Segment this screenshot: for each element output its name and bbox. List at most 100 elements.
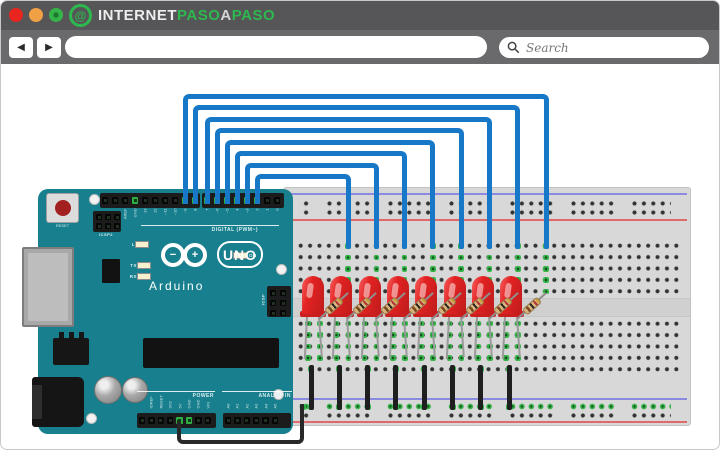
indicator-led-rx xyxy=(137,273,151,280)
close-button[interactable] xyxy=(9,8,23,22)
connected-hole xyxy=(373,355,380,361)
silkscreen-label: L xyxy=(131,242,135,247)
pin-label: RESET xyxy=(158,395,164,409)
connected-hole xyxy=(401,254,408,261)
connected-hole xyxy=(333,320,340,327)
header-pin-hole xyxy=(254,419,258,422)
connected-hole xyxy=(430,254,436,261)
connected-hole xyxy=(446,332,453,338)
header-pin-hole xyxy=(106,215,110,219)
jumper-wire xyxy=(365,365,371,410)
connected-hole xyxy=(361,343,368,350)
jumper-wire xyxy=(393,365,399,410)
silkscreen-line xyxy=(141,225,279,226)
connected-hole xyxy=(402,355,408,361)
mounting-hole xyxy=(275,263,287,275)
pin-label: 4 xyxy=(234,208,240,211)
header-pin-hole xyxy=(235,419,239,422)
header-pin-hole xyxy=(265,199,269,202)
zoom-button[interactable] xyxy=(49,8,63,22)
connected-hole xyxy=(543,277,549,283)
indicator-led-on xyxy=(233,252,247,259)
silkscreen-label: ICSP xyxy=(260,293,266,306)
connected-hole xyxy=(515,254,521,261)
signal-wire-leg xyxy=(458,196,464,249)
forward-button[interactable]: ▶ xyxy=(37,37,61,58)
pin-label: ~11 xyxy=(162,208,168,216)
header-pin-hole xyxy=(196,419,200,422)
signal-wire-leg xyxy=(430,196,436,249)
connected-hole xyxy=(401,266,408,272)
header-pin-hole xyxy=(206,419,210,422)
pin-label: 8 xyxy=(192,208,198,211)
pin-label: A0 xyxy=(225,403,231,409)
digital-header-right xyxy=(202,193,284,208)
breadboard-rail-line-positive-bottom xyxy=(287,421,687,423)
ground-wire-riser xyxy=(300,404,304,424)
header-pin-hole xyxy=(103,199,107,202)
search-input[interactable] xyxy=(524,39,701,56)
led-flange xyxy=(469,311,496,317)
search-box[interactable] xyxy=(499,37,709,58)
header-pin-hole xyxy=(140,419,144,422)
signal-wire xyxy=(192,105,521,204)
minimize-button[interactable] xyxy=(29,8,43,22)
jumper-wire xyxy=(478,365,484,410)
header-pin-hole xyxy=(271,291,275,295)
header-pin-hole xyxy=(143,199,147,202)
digital-header-left xyxy=(100,193,200,208)
silkscreen-label: ICSP2 xyxy=(98,232,114,237)
ground-wire xyxy=(177,420,304,444)
signal-wire-leg xyxy=(373,196,379,249)
signal-wire xyxy=(234,151,408,204)
header-pin-hole xyxy=(149,419,153,422)
pin-label: ~6 xyxy=(214,208,220,214)
connected-hole xyxy=(390,320,396,327)
logo-at-icon: @ xyxy=(69,4,92,27)
led-flange xyxy=(441,311,468,317)
address-bar[interactable] xyxy=(65,36,487,58)
connected-hole xyxy=(333,343,340,350)
pin-label: VIN xyxy=(205,401,211,409)
pin-label: 13 xyxy=(142,208,148,213)
arduino-logo-ring xyxy=(183,243,207,267)
pin-label: AREF xyxy=(122,208,128,220)
breadboard-rail-line-negative-top xyxy=(287,193,687,195)
site-logo: @ INTERNETPASOAPASO xyxy=(69,3,275,28)
pin-label: ~10 xyxy=(172,208,178,216)
arduino-logo-sign: + xyxy=(191,249,199,261)
led-flange xyxy=(356,311,383,317)
usb-interface-chip xyxy=(102,259,120,283)
header-pin-hole xyxy=(123,199,127,202)
header-pin-hole xyxy=(187,419,191,422)
connected-hole xyxy=(305,355,311,361)
connected-hole xyxy=(430,355,436,361)
connected-hole xyxy=(487,355,493,361)
connected-hole xyxy=(458,254,464,261)
search-icon xyxy=(507,41,520,54)
breadboard-rail-line-negative-bottom xyxy=(287,398,687,400)
header-pin-hole xyxy=(281,301,285,305)
connected-hole xyxy=(475,355,481,361)
connected-hole xyxy=(503,343,509,350)
header-pin-hole xyxy=(97,215,101,219)
header-pin-hole xyxy=(281,311,285,315)
led-flange xyxy=(498,311,525,317)
connected-hole xyxy=(503,355,509,361)
back-button[interactable]: ◀ xyxy=(9,37,33,58)
signal-wire xyxy=(204,116,492,204)
connected-hole xyxy=(345,266,351,272)
connected-hole xyxy=(515,266,521,272)
header-pin-hole xyxy=(115,215,119,219)
indicator-led-tx xyxy=(137,262,151,269)
pin-label: A2 xyxy=(244,403,250,409)
pin-label: 0 xyxy=(274,208,280,211)
silkscreen-label: RX xyxy=(129,274,137,279)
connected-hole xyxy=(373,266,380,272)
connected-hole xyxy=(543,288,549,295)
jumper-wire xyxy=(421,365,427,410)
led-flange xyxy=(413,311,440,317)
connected-hole xyxy=(543,254,549,261)
pin-label: GND xyxy=(186,399,192,409)
